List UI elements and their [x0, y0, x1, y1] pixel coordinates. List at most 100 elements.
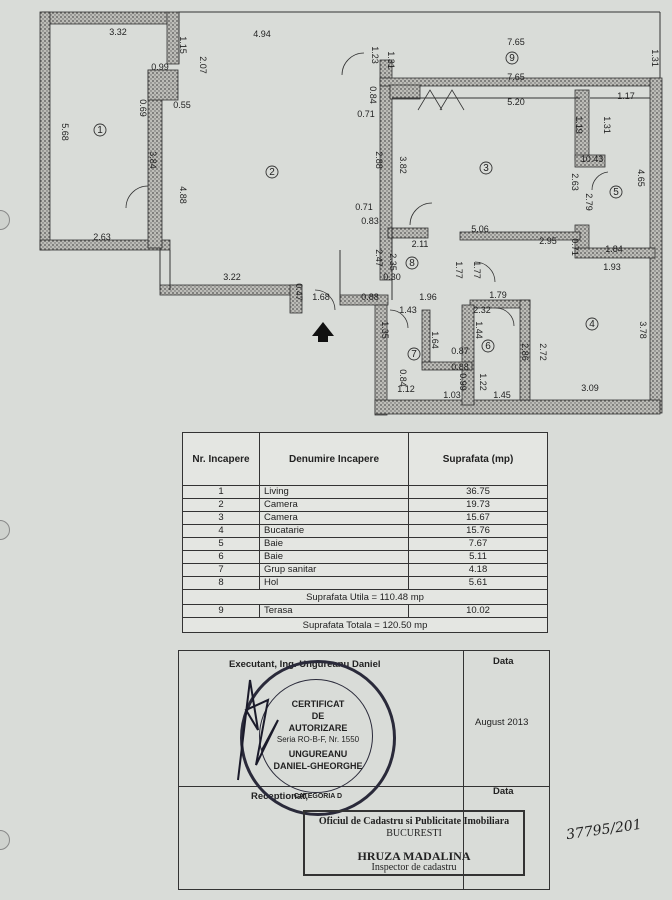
dimension-label: 0.71 [570, 238, 580, 256]
dimension-label: 0.99 [458, 373, 468, 391]
dimension-label: 1.17 [617, 91, 635, 101]
row-name: Living [259, 485, 409, 499]
useful-area: Suprafata Utila = 110.48 mp [182, 589, 548, 605]
dimension-label: 1.93 [603, 262, 621, 272]
dimension-label: 1.19 [574, 116, 584, 134]
room-number-circles [93, 51, 623, 361]
dimension-label: 1.64 [430, 331, 440, 349]
dimension-label: 2.07 [198, 56, 208, 74]
dimension-label: 0.88 [361, 292, 379, 302]
dimension-label: 1.43 [399, 305, 417, 315]
row-nr: 2 [182, 498, 260, 512]
dimension-label: 0.55 [173, 100, 191, 110]
dimension-label: 3.32 [109, 27, 127, 37]
binder-hole [0, 830, 10, 850]
stamp-line: AUTORIZARE [288, 723, 348, 733]
office-line: HRUZA MADALINA [357, 849, 471, 863]
dimension-label: 1.22 [478, 373, 488, 391]
row-name: Bucatarie [259, 524, 409, 538]
header-name: Denumire Incapere [259, 432, 409, 486]
walls [39, 11, 663, 416]
dimension-label: 1.44 [474, 321, 484, 339]
stamp-line: CERTIFICAT [291, 699, 345, 709]
stamp-line: Seria RO-B-F, Nr. 1550 [276, 735, 360, 744]
dimension-label: 4.65 [636, 169, 646, 187]
dimension-label: 0.71 [357, 109, 375, 119]
stamp-line: UNGUREANU [288, 749, 348, 759]
dimension-label: 1.77 [472, 261, 482, 279]
row-name: Camera [259, 511, 409, 525]
dimension-label: 0.87 [451, 346, 469, 356]
dimension-label: 1.79 [489, 290, 507, 300]
row-area: 4.18 [408, 563, 548, 577]
dimension-label: 2.32 [473, 305, 491, 315]
room-number-label: 9 [509, 53, 515, 64]
dimension-label: 0.84 [368, 86, 378, 104]
row-area: 5.11 [408, 550, 548, 564]
row-name: Grup sanitar [259, 563, 409, 577]
dimension-label: 3.09 [581, 383, 599, 393]
dimension-label: 2.63 [570, 173, 580, 191]
room-number-label: 3 [483, 163, 489, 174]
room-number-label: 6 [485, 341, 491, 352]
row-name: Terasa [259, 604, 409, 618]
row-area: 19.73 [408, 498, 548, 512]
dimension-label: 3.78 [638, 321, 648, 339]
dimension-label: 2.63 [93, 232, 111, 242]
dimension-label: 2.11 [412, 239, 429, 249]
room-number-label: 7 [411, 349, 417, 360]
door-swings [125, 52, 609, 329]
row-nr: 8 [182, 576, 260, 590]
data-label-2: Data [493, 786, 514, 797]
dimension-label: 5.68 [60, 123, 70, 141]
dimension-label: 4.88 [178, 186, 188, 204]
thin-lines [159, 11, 661, 300]
stamp-inner-ring [259, 679, 373, 793]
dimension-label: 7.65 [507, 72, 525, 82]
entrance-arrow-stem [318, 334, 328, 342]
room-number-label: 2 [269, 167, 275, 178]
dimension-label: 1.35 [380, 321, 390, 339]
dimension-label: 1.84 [605, 244, 623, 254]
row-nr: 9 [182, 604, 260, 618]
dimension-label: 1.15 [178, 36, 188, 54]
entrance-arrow-icon [312, 322, 334, 336]
handwritten-number: 37795/201 [565, 816, 643, 844]
dimension-label: 1.31 [386, 51, 396, 69]
dimension-label: 2.35 [388, 253, 398, 271]
dimension-label: 2.79 [584, 193, 594, 211]
total-area: Suprafata Totala = 120.50 mp [182, 617, 548, 633]
date-value: August 2013 [475, 717, 529, 728]
row-name: Hol [259, 576, 409, 590]
dimension-label: 0.47 [294, 283, 304, 301]
dimension-label: 0.84 [398, 369, 408, 387]
dimension-label: 3.84 [148, 151, 158, 169]
row-area: 15.76 [408, 524, 548, 538]
room-number-label: 8 [409, 258, 415, 269]
dimension-label: 1.31 [602, 116, 612, 134]
dimension-label: 1.23 [370, 46, 380, 64]
office-line: BUCURESTI [386, 828, 442, 839]
dimension-label: 2.88 [374, 151, 384, 169]
authorization-stamp: CERTIFICAT DE AUTORIZARE Seria RO-B-F, N… [240, 660, 396, 816]
row-nr: 1 [182, 485, 260, 499]
office-line: Inspector de cadastru [371, 862, 457, 873]
stamp-line: DANIEL-GHEORGHE [273, 761, 363, 771]
dimension-label: 1.03 [443, 390, 461, 400]
dimension-label: 0.88 [451, 362, 469, 372]
cadastre-office-stamp: Oficiul de Cadastru si Publicitate Imobi… [303, 810, 525, 876]
dimension-label: 1.45 [493, 390, 511, 400]
rooms-table: Nr. Incapere Denumire Incapere Suprafata… [182, 432, 548, 633]
dimension-label: 1.68 [312, 292, 330, 302]
dimension-label: 1.31 [650, 49, 660, 67]
header-area: Suprafata (mp) [408, 432, 548, 486]
dimension-label: 2.95 [539, 236, 557, 246]
